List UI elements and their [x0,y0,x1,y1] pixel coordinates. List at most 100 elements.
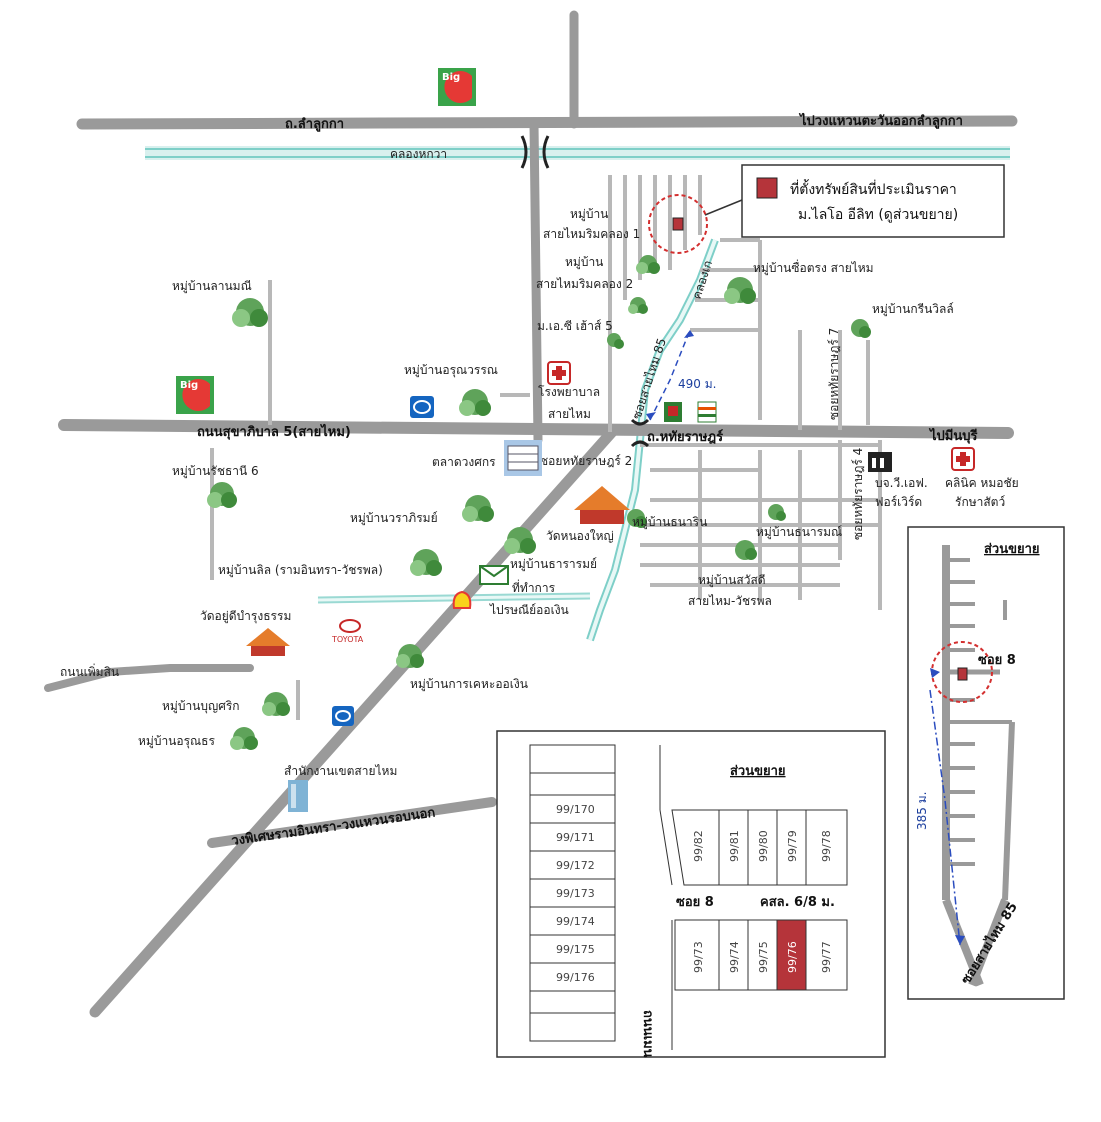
khlong-label: คลองเก [690,259,716,301]
v-bunsarik: หมู่บ้านบุญศริก [162,699,240,714]
v-saimai1-a: หมู่บ้าน [570,207,608,222]
soi-hathairat-4-label: ซอยหทัยราษฎร์ 4 [851,448,865,540]
v-mc-house5: ม.เอ.ซี เฮ้าส์ 5 [537,319,613,333]
village-icon [459,389,491,416]
temple-icon [246,628,290,656]
lot-bottom-1: 99/73 [692,941,705,973]
soi-hathairat-2-label: ซอยหทัยราษฎร์ 2 [540,454,632,468]
soi-saimai-85-label: ซอยสายไหม 85 [630,336,669,421]
clinic-icon [951,447,975,471]
hospital-icon [547,361,571,385]
gas-station-icon [410,396,434,418]
inset-bottom-title: ส่วนขยาย [730,764,786,779]
v-lanmanee: หมู่บ้านลานมณี [172,279,252,294]
lot-top-4: 99/79 [786,830,799,862]
inset-right-distance: 385 ม. [915,792,929,830]
v-ratthani6: หมู่บ้านรัชธานี 6 [172,464,259,479]
v-lil: หมู่บ้านลิล (รามอินทรา-วัชรพล) [218,563,383,578]
village-icon [768,504,786,521]
big-c-icon: Big [176,376,214,414]
village-icon [232,298,268,327]
village-icon [627,509,647,528]
clinic-label-b: รักษาสัตว์ [955,495,1005,509]
svg-text:Big: Big [442,72,460,83]
wat-nongyai: วัดหนองใหญ่ [546,529,614,543]
v-thanaram: หมู่บ้านธนารมณ์ [756,525,842,540]
bj-label-a: บจ.วี.เอฟ. [875,476,928,490]
village-icon [504,527,536,554]
v-waraphirom: หมู่บ้านวราภิรมย์ [350,511,438,526]
v-suetrong: หมู่บ้านซื่อตรง สายไหม [753,259,874,276]
bj-label-b: ฟอร์เวิร์ด [875,495,922,509]
subject-property-marker [648,194,708,254]
lot-left-5: 99/174 [556,915,595,928]
office-building-icon [288,780,308,812]
inset-bottom [496,730,886,1058]
inset-bottom-soi8: ซอย 8 [676,895,714,910]
gas-station-icon [332,706,354,726]
v-saimai2-a: หมู่บ้าน [565,255,603,270]
road-top-label: ถ.ลำลูกกา [285,116,344,132]
canal-top-label: คลองหกวา [390,147,447,161]
store-icon [664,402,682,422]
village-icons [207,255,871,750]
village-icon [628,297,648,314]
post-label-a: ที่ทำการ [512,579,556,595]
v-arunthorn: หมู่บ้านอรุณธร [138,734,215,749]
road-phermsin-label: ถนนเพิ่มสิน [60,663,119,679]
lot-left-4: 99/173 [556,887,595,900]
shell-icon [452,590,472,609]
v-sawasdi-b: สายไหม-วัชรพล [688,594,772,608]
legend-line1: ที่ตั้งทรัพย์สินที่ประเมินราคา [790,179,957,198]
lot-top-2: 99/81 [728,830,741,862]
district-office: สำนักงานเขตสายไหม [284,764,397,778]
village-icon [851,319,871,338]
lot-bottom-3: 99/75 [757,941,770,973]
inset-right-title: ส่วนขยาย [984,542,1040,557]
v-saimai2-b: สายไหมริมคลอง 2 [536,277,633,291]
wat-yudee: วัดอยู่ดีบำรุงธรรม [200,609,291,624]
bridge-mid [630,418,650,448]
distance-490-label: 490 ม. [678,377,716,391]
factory-icon [868,452,892,472]
highlight-lot [776,919,807,991]
village-icon [636,255,660,274]
inset-right [907,526,1065,1000]
market-label: ตลาดวงศกร [432,455,496,469]
inset-bottom-kasl: คสล. 6/8 ม. [760,895,835,910]
lot-left-3: 99/172 [556,859,595,872]
road-hathairat-label: ถ.หทัยราษฎร์ [647,429,723,445]
temple-icon [574,486,630,524]
lot-bottom-2: 99/74 [728,941,741,973]
seven-eleven-icon [697,401,717,423]
toyota-icon [339,619,361,633]
canal-top [145,146,1010,160]
lot-top-3: 99/80 [757,830,770,862]
toyota-label: TOYOTA [331,635,364,644]
v-saimai1-b: สายไหมริมคลอง 1 [543,227,640,241]
legend-line2: ม.ไลโอ อีลิท (ดูส่วนขยาย) [798,206,958,223]
lot-bottom-5: 99/77 [820,941,833,973]
mail-icon [479,565,509,585]
lot-left-6: 99/175 [556,943,595,956]
lot-top-5: 99/78 [820,830,833,862]
bridge-top [520,135,550,169]
lot-left-2: 99/171 [556,831,595,844]
canal-mid [317,238,719,642]
main-road-right-label: ไปมีนบุรี [928,427,977,444]
village-icon [262,692,290,716]
v-thararom: หมู่บ้านธารารมย์ [510,557,597,572]
village-icon [724,277,756,304]
village-icon [735,540,757,560]
village-icon [607,333,624,349]
main-road-label: ถนนสุขาภิบาล 5(สายไหม) [197,423,351,440]
village-icon [230,727,258,750]
soi-hathairat-7-label: ซอยหทัยราษฎร์ 7 [827,328,841,420]
lot-left-1: 99/170 [556,803,595,816]
village-icon [207,482,237,508]
legend-marker-swatch [756,177,778,199]
lot-left-7: 99/176 [556,971,595,984]
legend-box [704,164,1005,238]
village-icon [410,549,442,576]
